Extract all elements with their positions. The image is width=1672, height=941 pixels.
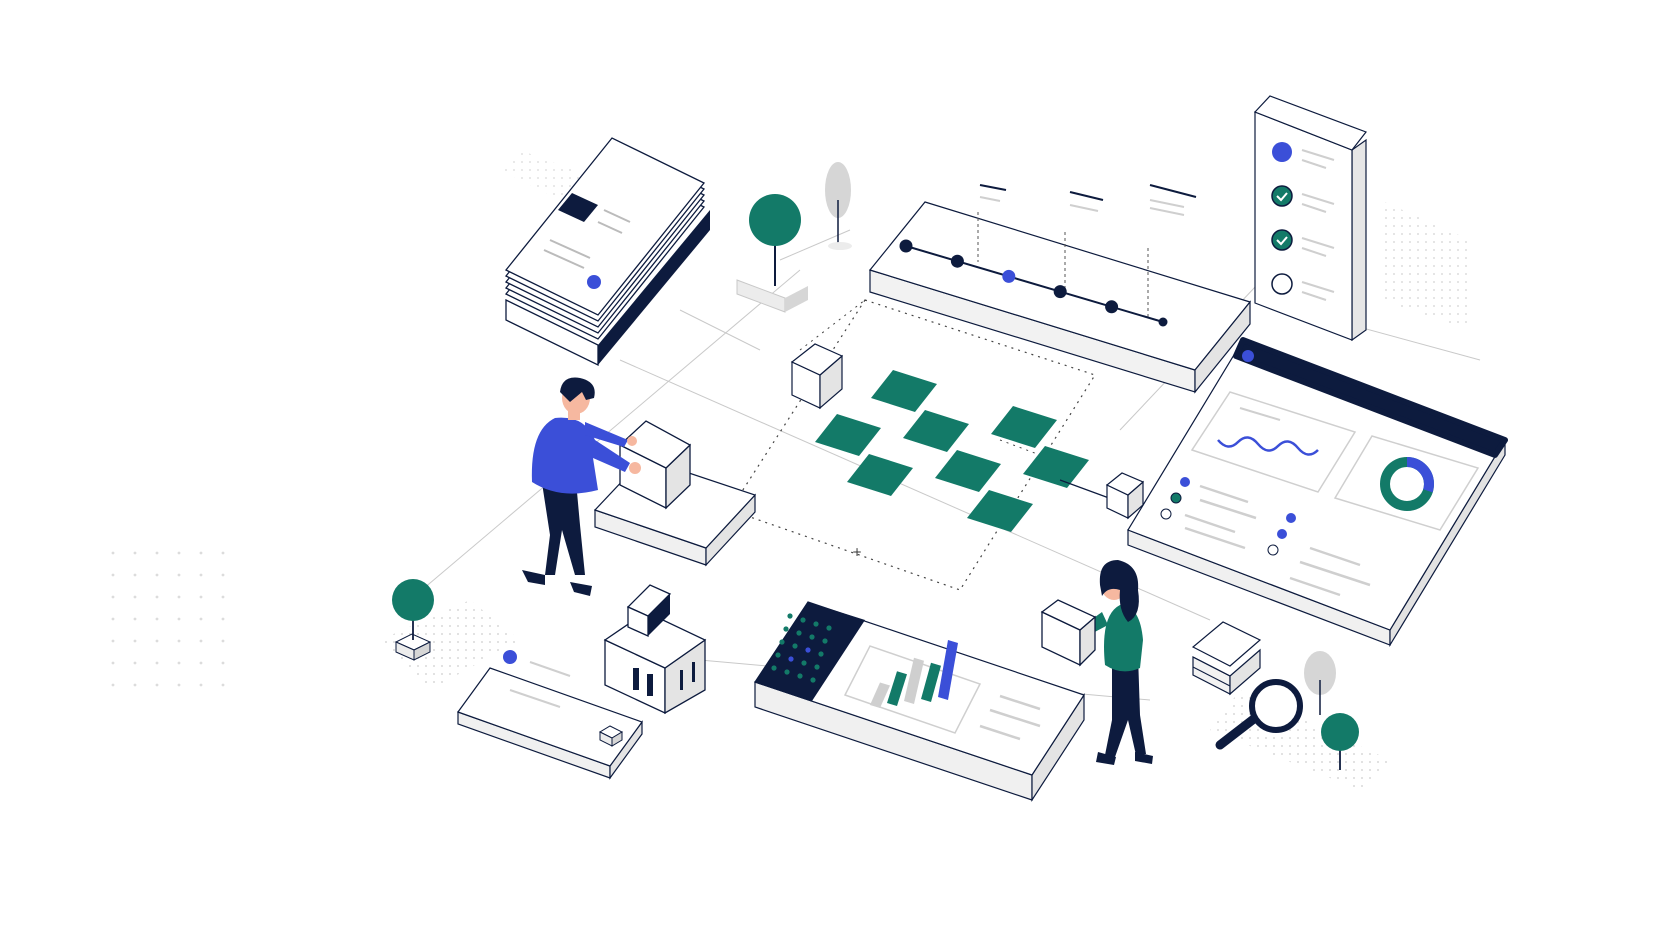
cube-icon xyxy=(1105,472,1145,520)
bar-0 xyxy=(870,682,890,708)
checklist-item-0 xyxy=(1272,142,1335,169)
checklist-card-icon xyxy=(1253,95,1367,342)
logo-tile-1 xyxy=(903,410,969,452)
donut-chart-icon xyxy=(1333,435,1480,531)
line-chart-icon xyxy=(1190,391,1357,493)
logo-tile-7 xyxy=(967,490,1033,532)
person-man xyxy=(522,377,641,596)
info-card xyxy=(457,650,643,780)
bar-2 xyxy=(904,657,924,704)
svg-text:+: + xyxy=(852,545,862,559)
bar-4 xyxy=(938,640,958,700)
bar-1 xyxy=(887,671,907,706)
cube-icon xyxy=(790,343,844,410)
magnifier-icon xyxy=(1215,679,1303,750)
checklist-item-3 xyxy=(1271,273,1335,301)
tree-icon xyxy=(1304,651,1359,770)
checklist-item-2 xyxy=(1271,229,1335,257)
logo-tile-2 xyxy=(991,406,1057,448)
timeline-icon xyxy=(868,184,1252,394)
bar-3 xyxy=(921,662,941,702)
checklist-item-1 xyxy=(1271,185,1335,213)
timeline-point-1 xyxy=(950,254,964,268)
person-woman xyxy=(1040,560,1153,765)
tree-icon xyxy=(392,579,434,661)
tree-icon xyxy=(825,162,852,250)
logo-tile-3 xyxy=(935,450,1001,492)
donut-segment xyxy=(1380,457,1434,511)
logo-tile-5 xyxy=(847,454,913,496)
logo-tile-6 xyxy=(1023,446,1089,488)
tree-icon xyxy=(736,194,808,313)
cube-icon xyxy=(1191,621,1262,696)
building-icon xyxy=(603,584,707,715)
dashboard-window-icon xyxy=(1059,337,1508,648)
bar-chart-icon xyxy=(754,601,1085,803)
timeline-point-0 xyxy=(899,239,913,253)
timeline-point-4 xyxy=(1105,300,1119,314)
logo-tile-4 xyxy=(815,414,881,456)
timeline-point-2 xyxy=(1002,269,1016,283)
logo-tile-0 xyxy=(871,370,937,412)
logo-mark-icon xyxy=(815,370,1089,532)
timeline-point-5 xyxy=(1158,317,1168,327)
document-stack-icon xyxy=(504,137,710,367)
cube-icon xyxy=(618,420,692,510)
timeline-point-3 xyxy=(1053,285,1067,299)
